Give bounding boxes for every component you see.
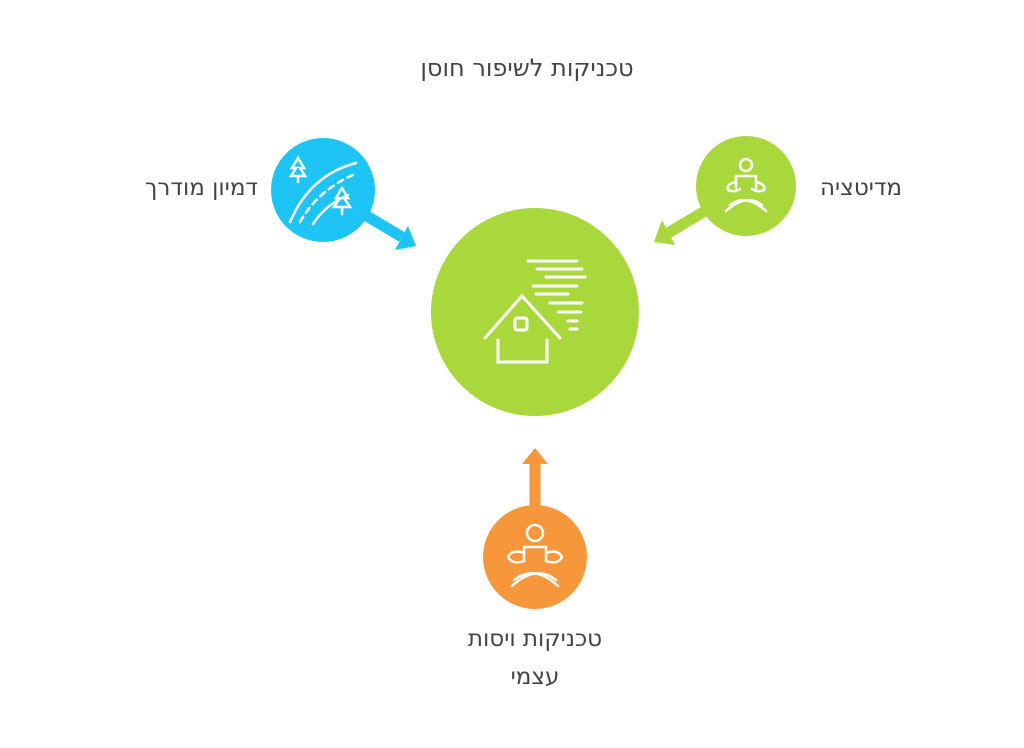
center-resilience-node (431, 208, 639, 416)
yoga-pose-icon (506, 523, 564, 588)
arrow-meditation (654, 203, 713, 245)
arrow-guided-imagery (357, 207, 416, 250)
page-title: טכניקות לשיפור חוסן (420, 54, 634, 82)
node-self-regulation (483, 505, 587, 609)
node-meditation (696, 136, 796, 236)
node-guided-imagery (271, 138, 375, 242)
label-guided-imagery: דמיון מודרך (145, 175, 258, 201)
label-self-regulation-line2: עצמי (510, 664, 560, 690)
house-wind-icon (483, 259, 587, 364)
road-trees-icon (288, 155, 358, 226)
arrow-self-regulation (522, 448, 548, 510)
label-meditation: מדיטציה (820, 175, 903, 201)
label-self-regulation-line1: טכניקות ויסות (467, 626, 603, 652)
meditation-icon (724, 157, 768, 213)
